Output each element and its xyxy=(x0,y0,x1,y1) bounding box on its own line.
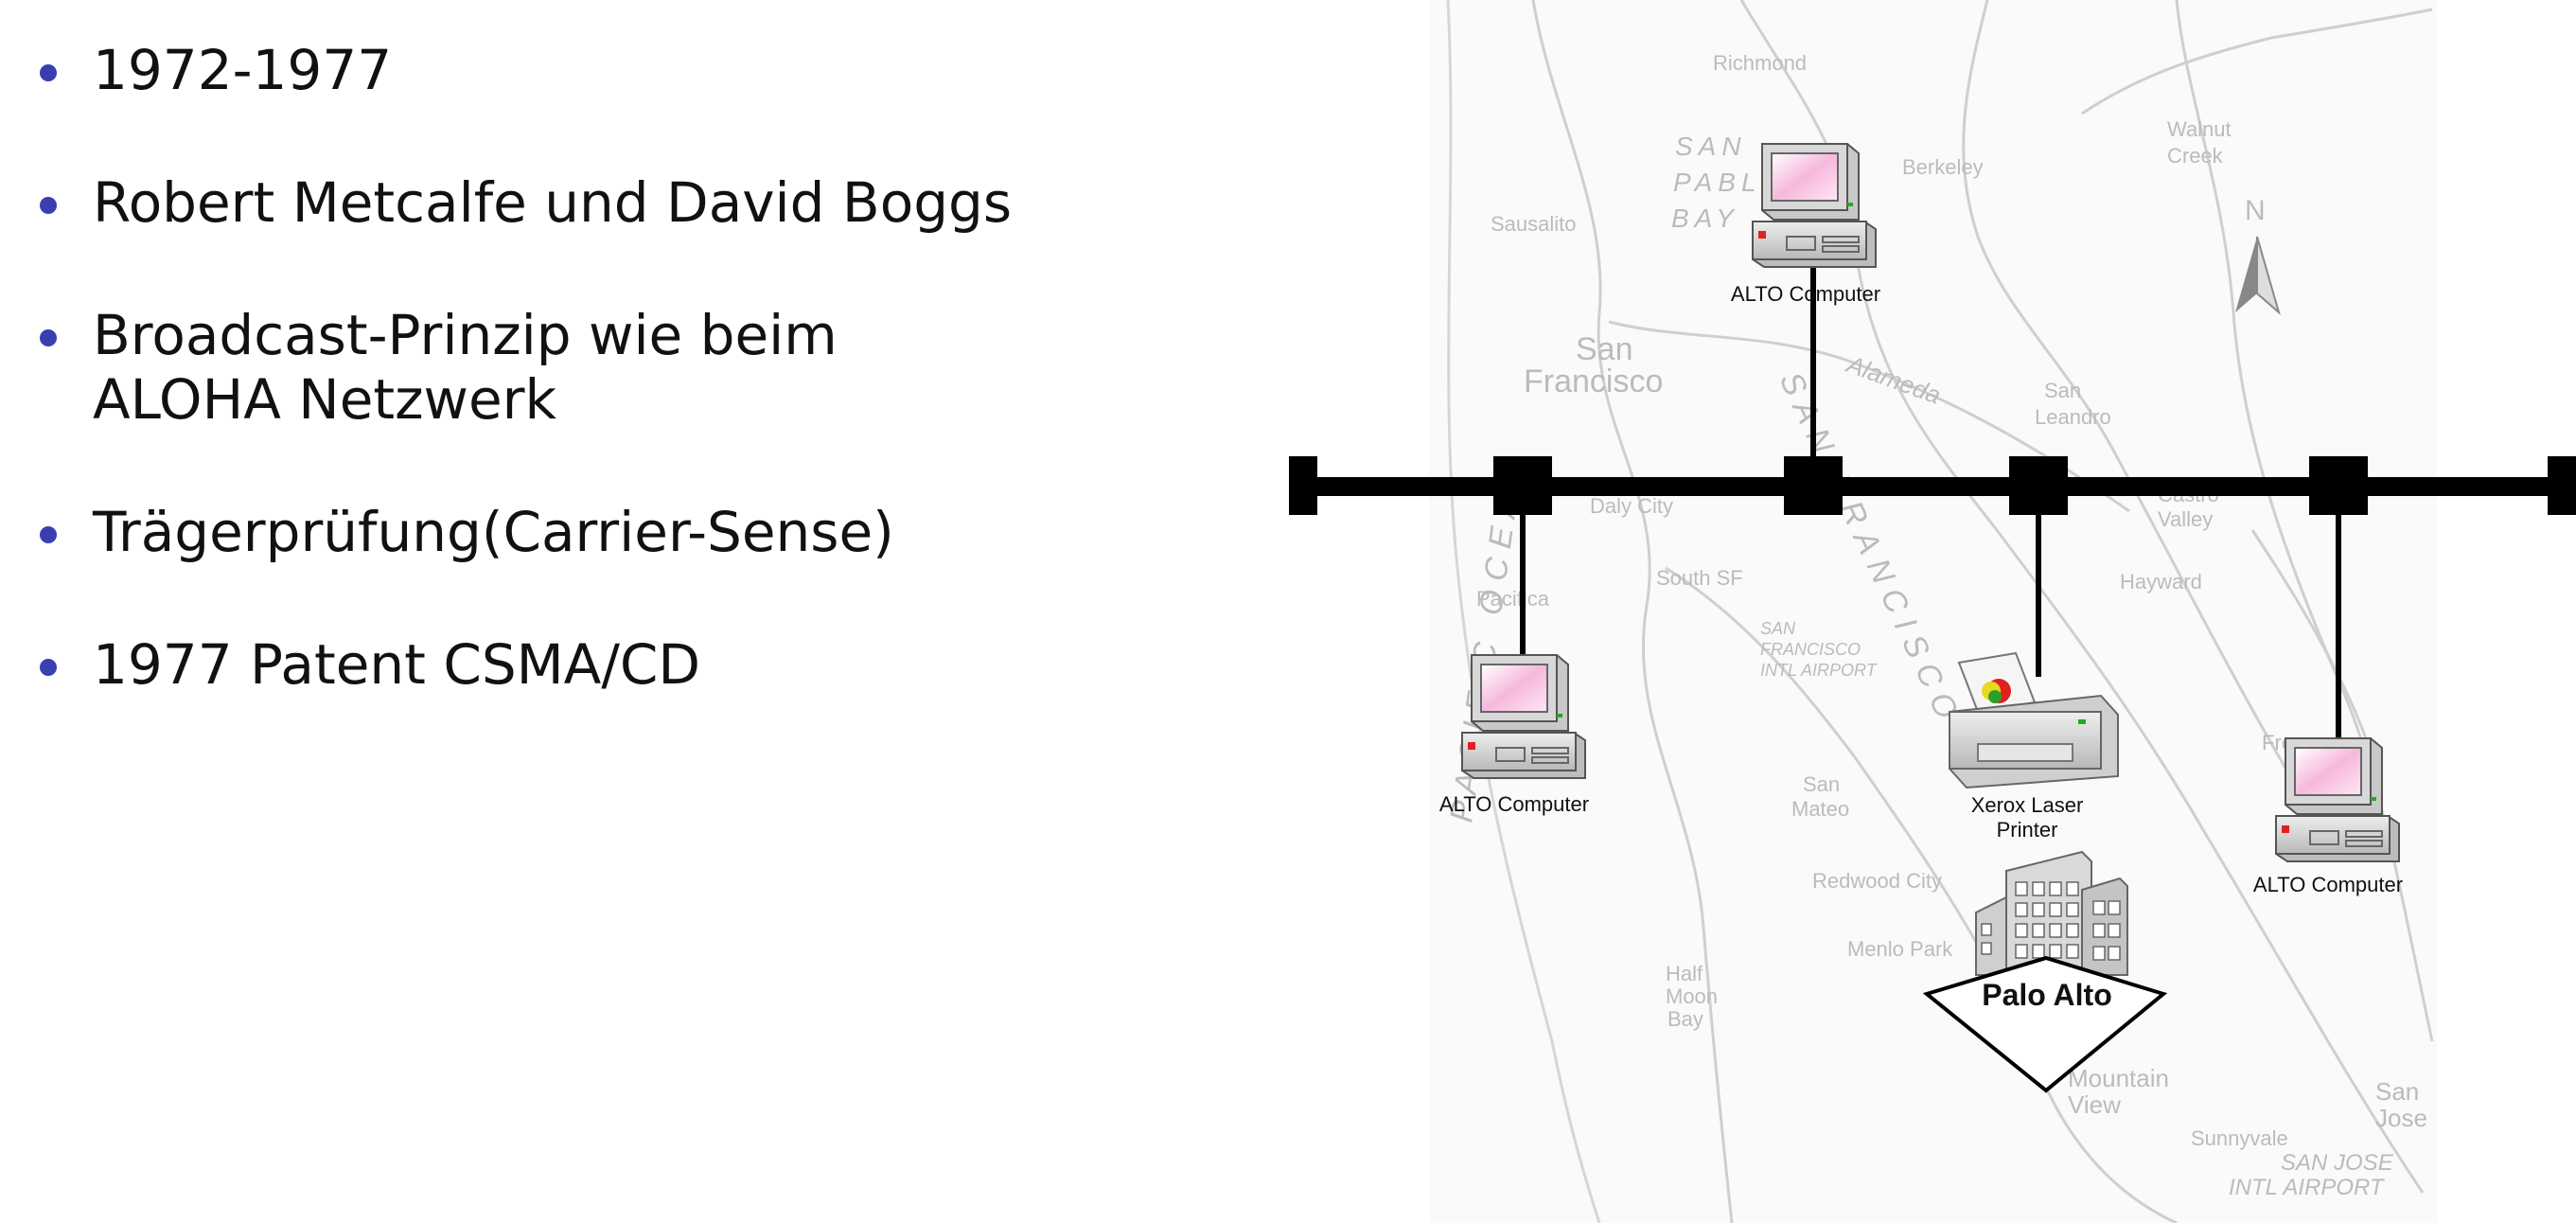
map-label: Daly City xyxy=(1590,494,1673,518)
map-label: Jose xyxy=(2375,1104,2427,1132)
map-label: BAY xyxy=(1671,204,1739,233)
map-road xyxy=(2250,529,2368,739)
map-area xyxy=(1429,0,2437,1223)
map-label: View xyxy=(2068,1090,2121,1119)
north-arrow-icon xyxy=(2235,236,2281,315)
map-label: N xyxy=(2245,195,2266,226)
printer-logo-icon xyxy=(1988,690,2002,703)
map-label: Richmond xyxy=(1713,51,1807,75)
map-label: San xyxy=(1576,331,1633,367)
bus-tap xyxy=(2309,456,2368,515)
site-label: Palo Alto xyxy=(1982,978,2111,1012)
computer-label: ALTO Computer xyxy=(1731,282,1880,306)
printer-label: Xerox Laser xyxy=(1971,793,2084,817)
bullet-item: Trägerprüfung(Carrier-Sense) xyxy=(32,500,1168,564)
bus-tap xyxy=(2009,456,2068,515)
map-label: Valley xyxy=(2158,507,2213,531)
map-label: Mateo xyxy=(1791,797,1849,821)
map-label: Leandro xyxy=(2035,405,2111,429)
map-label: South SF xyxy=(1656,566,1743,590)
map-label: Pacifica xyxy=(1476,587,1550,611)
computer-label: ALTO Computer xyxy=(2253,873,2403,896)
site-diamond xyxy=(1922,955,2168,1093)
bullet-dot xyxy=(40,659,57,676)
map-label: INTL AIRPORT xyxy=(2229,1175,2386,1200)
computer-icon xyxy=(2275,737,2400,862)
map-label: Sunnyvale xyxy=(2191,1126,2288,1150)
map-road xyxy=(1665,566,2178,1223)
map-label: SAN xyxy=(1760,619,1796,638)
map-label: Mountain xyxy=(2068,1064,2169,1092)
bullet-list: 1972-1977 Robert Metcalfe und David Bogg… xyxy=(32,38,1168,765)
bus-line xyxy=(1289,477,2576,496)
map-label: Bay xyxy=(1667,1007,1703,1031)
map-label: Menlo Park xyxy=(1847,937,1953,961)
map-label: Creek xyxy=(2167,144,2224,168)
building-icon xyxy=(1975,850,2128,976)
drop-cable xyxy=(1520,511,1526,658)
bus-tap xyxy=(1493,456,1552,515)
computer-icon xyxy=(1461,654,1586,779)
map-label: Moon xyxy=(1666,984,1718,1008)
printer-icon xyxy=(1949,651,2119,789)
computer-label: ALTO Computer xyxy=(1439,792,1589,816)
bus-terminator-right xyxy=(2548,456,2576,515)
bullet-item: 1972-1977 xyxy=(32,38,1168,102)
map-road xyxy=(2081,8,2433,115)
map-label: FRANCISCO xyxy=(1760,640,1861,659)
bullet-text: Broadcast-Prinzip wie beim ALOHA Netzwer… xyxy=(93,303,838,432)
bullet-text: 1972-1977 xyxy=(93,38,393,102)
bullet-text: Trägerprüfung(Carrier-Sense) xyxy=(93,500,894,564)
bus-tap xyxy=(1784,456,1843,515)
map-label: Walnut xyxy=(2167,117,2232,141)
bullet-dot xyxy=(40,329,57,346)
bus-terminator-left xyxy=(1289,456,1317,515)
bullet-text: Robert Metcalfe und David Boggs xyxy=(93,170,1013,235)
map-label: Redwood City xyxy=(1812,869,1942,893)
printer-label: Printer xyxy=(1997,818,2058,842)
map-label: SAN xyxy=(1675,132,1747,161)
bay-area-map xyxy=(1429,0,2437,1223)
map-label: Hayward xyxy=(2120,570,2202,594)
drop-cable xyxy=(1810,254,1816,462)
drop-cable xyxy=(2036,511,2041,677)
drop-cable xyxy=(2336,511,2341,738)
map-label: Sausalito xyxy=(1491,212,1577,236)
map-label: Berkeley xyxy=(1902,155,1984,179)
map-label: San xyxy=(2375,1077,2419,1106)
map-label: Francisco xyxy=(1524,363,1663,399)
bullet-dot xyxy=(40,64,57,81)
map-label: SAN JOSE xyxy=(2281,1150,2394,1176)
map-road xyxy=(1962,0,2292,777)
bullet-item: Robert Metcalfe und David Boggs xyxy=(32,170,1168,235)
bullet-dot xyxy=(40,526,57,543)
bullet-item: Broadcast-Prinzip wie beim ALOHA Netzwer… xyxy=(32,303,1039,432)
map-road xyxy=(1531,0,1734,1223)
bullet-text: 1977 Patent CSMA/CD xyxy=(93,632,701,697)
map-label: San xyxy=(2044,379,2081,402)
map-label: San xyxy=(1803,772,1840,796)
ethernet-bus xyxy=(1289,254,2576,738)
map-label: Half xyxy=(1666,962,1703,985)
map-label: INTL AIRPORT xyxy=(1760,661,1879,680)
bullet-dot xyxy=(40,197,57,214)
bullet-item: 1977 Patent CSMA/CD xyxy=(32,632,1168,697)
computer-icon xyxy=(1752,143,1877,268)
